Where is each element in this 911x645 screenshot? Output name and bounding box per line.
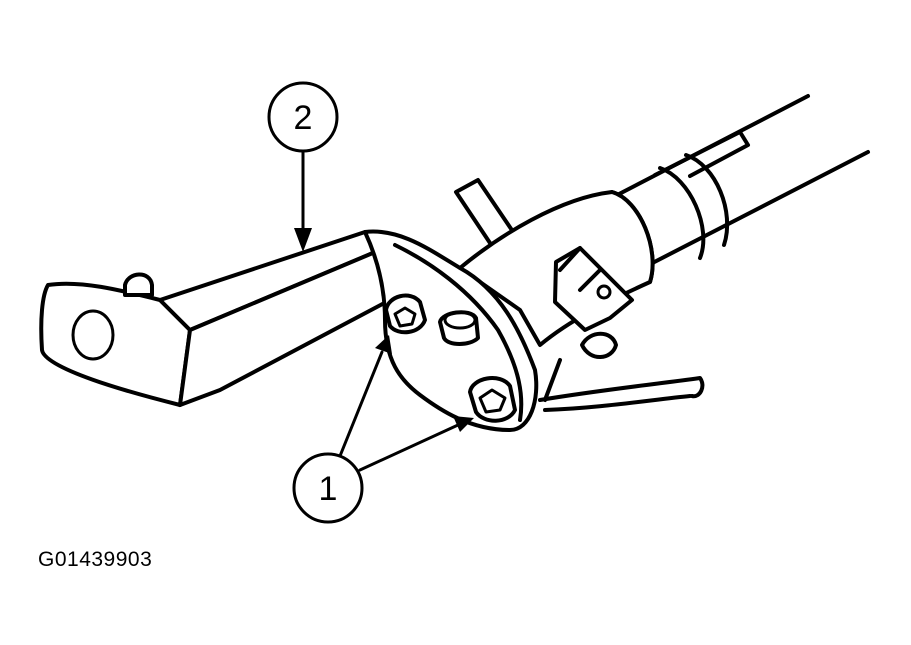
callout-1: 1 <box>292 335 474 524</box>
lower-bolt <box>468 376 517 423</box>
callout-2-label: 2 <box>294 99 313 137</box>
figure-id: G01439903 <box>38 548 153 571</box>
column-housing <box>458 190 705 412</box>
upper-bolt <box>384 293 427 335</box>
bracket-bolts <box>384 293 517 423</box>
callout-2: 2 <box>267 81 339 252</box>
callout-1-label: 1 <box>319 470 338 508</box>
